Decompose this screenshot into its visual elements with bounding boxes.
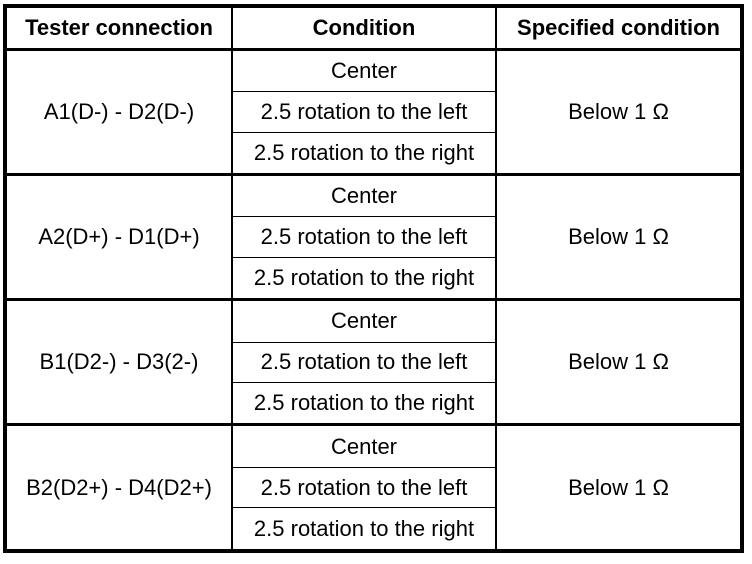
table-row: 2.5 rotation to the left [5,216,742,259]
condition-cell: 2.5 rotation to the right [231,257,497,302]
condition-cell: Center [231,174,497,218]
condition-cell: 2.5 rotation to the right [231,131,497,177]
table-row: 2.5 rotation to the right [5,131,742,177]
table-row: 2.5 rotation to the right [5,507,742,553]
specified-condition-cell: Below 1 Ω [495,48,743,177]
header-tester-connection: Tester connection [4,5,233,51]
condition-cell: 2.5 rotation to the right [231,382,497,427]
condition-cell: Center [231,48,497,93]
table-row: A2(D+) - D1(D+) Center Below 1 Ω [4,173,743,302]
condition-cell: 2.5 rotation to the left [231,216,497,259]
tester-connection-cell: A2(D+) - D1(D+) [4,173,233,302]
table-row: B1(D2-) - D3(2-) Center Below 1 Ω [4,298,743,427]
condition-cell: 2.5 rotation to the left [231,341,497,384]
condition-cell: Center [231,424,497,468]
tester-connection-cell: A1(D-) - D2(D-) [4,48,233,177]
specified-condition-cell: Below 1 Ω [495,173,743,302]
specified-condition-cell: Below 1 Ω [495,298,743,427]
header-row: Tester connection Condition Specified co… [4,5,743,51]
condition-cell: Center [231,299,497,343]
tester-connection-cell: B2(D2+) - D4(D2+) [4,423,233,553]
specified-condition-cell: Below 1 Ω [495,423,743,553]
tester-connection-cell: B1(D2-) - D3(2-) [4,298,233,427]
condition-cell: 2.5 rotation to the right [231,507,497,553]
table-row: B2(D2+) - D4(D2+) Center Below 1 Ω [4,423,743,553]
resistance-specification-table: Tester connection Condition Specified co… [3,4,744,553]
table-row: A1(D-) - D2(D-) Center Below 1 Ω [4,48,743,177]
table-row: 2.5 rotation to the right [5,382,742,427]
table-row: 2.5 rotation to the left [5,91,742,133]
header-specified-condition: Specified condition [495,5,743,51]
table-row: 2.5 rotation to the right [5,257,742,302]
condition-cell: 2.5 rotation to the left [231,466,497,509]
header-condition: Condition [231,5,497,51]
condition-cell: 2.5 rotation to the left [231,91,497,133]
